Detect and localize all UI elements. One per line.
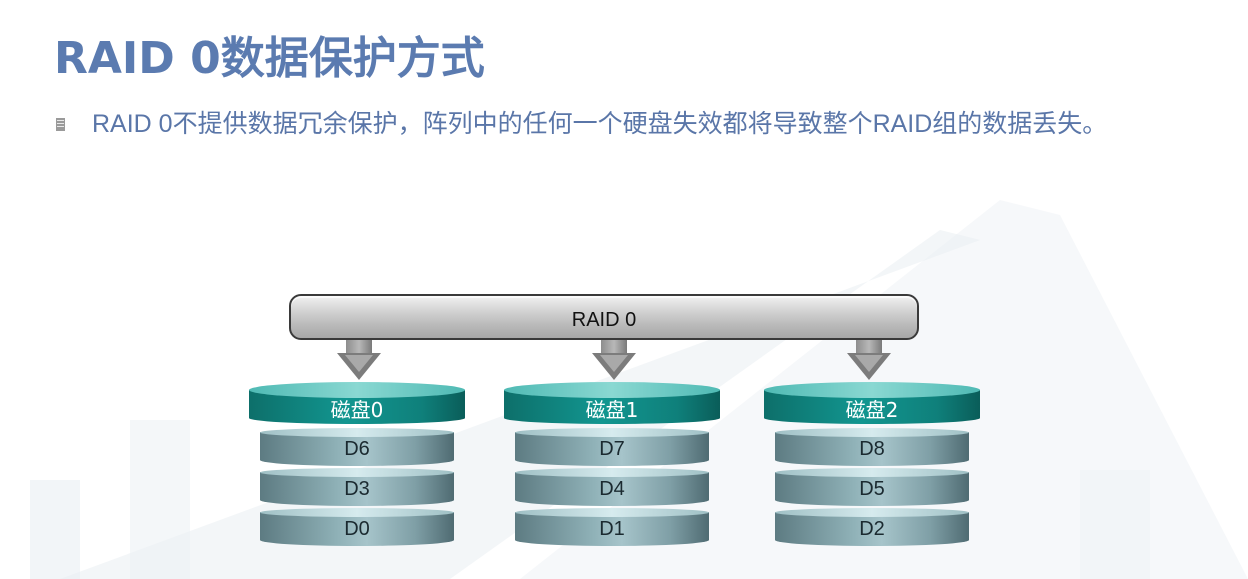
data-block-label: D3: [344, 478, 370, 500]
data-block: D2: [775, 508, 969, 546]
data-block: D0: [260, 508, 454, 546]
disk-label: 磁盘2: [845, 398, 899, 422]
data-block: D5: [775, 468, 969, 506]
bullet-item: RAID 0不提供数据冗余保护，阵列中的任何一个硬盘失效都将导致整个RAID组的…: [56, 106, 1226, 142]
data-block-label: D1: [599, 518, 625, 540]
down-arrow-icon: [337, 340, 381, 380]
disk-stack-0: 磁盘0 D6 D3 D0: [249, 382, 465, 550]
disk-label: 磁盘1: [585, 398, 639, 422]
data-block: D7: [515, 428, 709, 466]
data-block-label: D7: [599, 438, 625, 460]
data-block: D1: [515, 508, 709, 546]
down-arrow-icon: [847, 340, 891, 380]
data-block: D6: [260, 428, 454, 466]
down-arrow-icon: [592, 340, 636, 380]
data-block-label: D6: [344, 438, 370, 460]
disk-header: 磁盘2: [764, 382, 980, 424]
data-block-label: D8: [859, 438, 885, 460]
bullet-icon: [56, 118, 65, 131]
disk-header: 磁盘1: [504, 382, 720, 424]
data-block: D8: [775, 428, 969, 466]
data-block: D4: [515, 468, 709, 506]
raid-controller-bar: RAID 0: [289, 294, 919, 340]
page-title: RAID 0数据保护方式: [54, 33, 485, 84]
data-block-label: D0: [344, 518, 370, 540]
data-block: D3: [260, 468, 454, 506]
disk-label: 磁盘0: [330, 398, 384, 422]
data-block-label: D2: [859, 518, 885, 540]
data-block-label: D5: [859, 478, 885, 500]
data-block-label: D4: [599, 478, 625, 500]
disk-stack-2: 磁盘2 D8 D5 D2: [764, 382, 980, 550]
raid-label: RAID 0: [571, 309, 637, 331]
disk-header: 磁盘0: [249, 382, 465, 424]
bullet-text: RAID 0不提供数据冗余保护，阵列中的任何一个硬盘失效都将导致整个RAID组的…: [92, 110, 1108, 138]
disk-stack-1: 磁盘1 D7 D4 D1: [504, 382, 720, 550]
